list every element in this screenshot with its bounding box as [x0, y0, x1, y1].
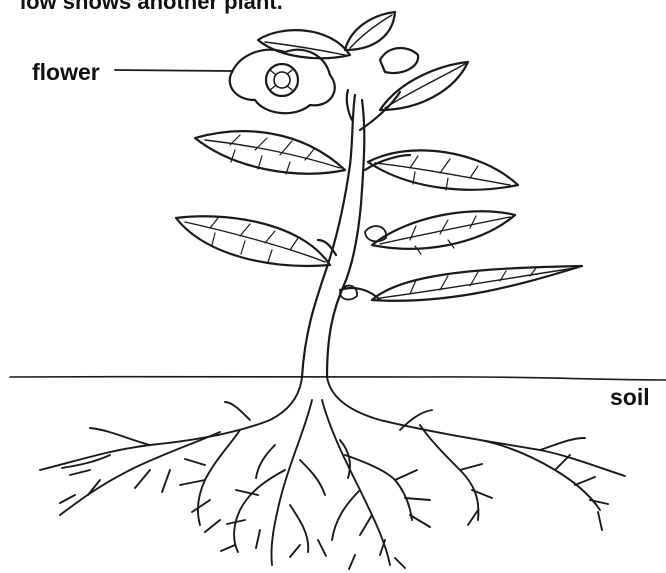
bud-right [380, 48, 418, 73]
leaf-right-upper [368, 150, 518, 190]
leaf-top-right [345, 12, 395, 50]
leaf-right-lower [372, 266, 582, 301]
leaf-right-middle [372, 211, 515, 254]
soil-line [10, 377, 666, 380]
flower-label: flower [32, 59, 100, 86]
bud-stem-1 [365, 226, 386, 241]
soil-label: soil [610, 384, 650, 411]
stem [302, 90, 410, 377]
leaf-left-lower [176, 216, 330, 266]
roots [40, 377, 625, 569]
flower-pointer-line [115, 70, 232, 71]
leaf-top-left [258, 30, 350, 58]
leaf-upper-right-mid [380, 62, 468, 110]
leaf-left-upper [195, 131, 345, 174]
